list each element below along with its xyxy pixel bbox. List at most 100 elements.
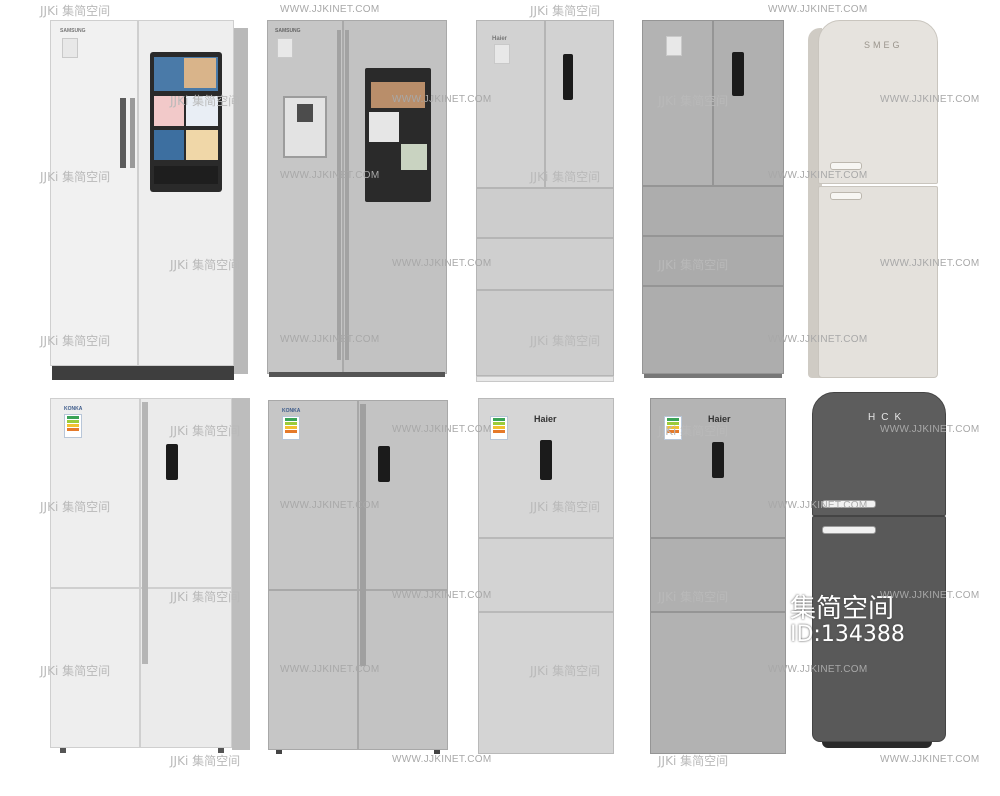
fridge-middle-door [478, 538, 614, 612]
watermark-logo: JJKi 集简空间 [530, 4, 601, 18]
control-display [378, 446, 390, 482]
door-handle [830, 192, 862, 200]
fridge-left-door [50, 20, 138, 366]
brand-badge [494, 44, 510, 64]
fridge-konka-white-four-door: KONKA [50, 398, 250, 754]
fridge-foot [434, 750, 440, 754]
screen-tile [186, 130, 218, 160]
screen-tile [369, 112, 399, 142]
fridge-bottom-door [818, 186, 938, 378]
drawer-top [642, 186, 784, 236]
watermark-logo: JJKi 集简空间 [658, 424, 729, 438]
fridge-middle-door [650, 538, 786, 612]
fridge-base [644, 374, 782, 378]
screen-tile [154, 96, 184, 126]
brand-label: Haier [492, 36, 508, 42]
control-display [166, 444, 178, 480]
watermark-logo: JJKi 集简空间 [40, 664, 111, 678]
drawer-bottom [476, 290, 614, 376]
fridge-bottom-right-door [358, 590, 448, 750]
brand-label: Haier [708, 414, 731, 424]
door-handle [120, 98, 126, 168]
door-handle [142, 402, 148, 664]
door-handle [337, 30, 341, 360]
fridge-left-door [267, 20, 343, 374]
watermark-url: WWW.JJKINET.COM [768, 4, 868, 15]
door-handle [830, 162, 862, 170]
watermark-url: WWW.JJKINET.COM [768, 664, 868, 675]
drawer-middle [476, 238, 614, 290]
watermark-logo: JJKi 集简空间 [170, 94, 241, 108]
brand-label: HCK [868, 412, 908, 423]
brand-label: SAMSUNG [275, 28, 301, 34]
watermark-url: WWW.JJKINET.COM [392, 258, 492, 269]
brand-badge [666, 36, 682, 56]
control-display [732, 52, 744, 96]
brand-label: KONKA [64, 406, 83, 412]
watermark-logo: JJKi 集简空间 [658, 590, 729, 604]
fridge-haier-grey-tall: Haier [650, 398, 786, 754]
fridge-haier-french-door-grey [642, 20, 784, 378]
door-handle-trim [130, 98, 135, 168]
watermark-logo: JJKi 集简空间 [658, 94, 729, 108]
screen-tile [186, 96, 218, 126]
watermark-url: WWW.JJKINET.COM [280, 500, 380, 511]
energy-label [64, 414, 82, 438]
water-dispenser [283, 96, 327, 158]
watermark-logo: JJKi 集简空间 [658, 754, 729, 768]
fridge-right-door [545, 20, 614, 188]
watermark-url: WWW.JJKINET.COM [880, 424, 980, 435]
energy-label [664, 416, 682, 440]
drawer-top [476, 188, 614, 238]
watermark-url: WWW.JJKINET.COM [880, 590, 980, 601]
fridge-bottom-door [812, 516, 946, 742]
watermark-url: WWW.JJKINET.COM [880, 94, 980, 105]
drawer-middle [642, 236, 784, 286]
fridge-samsung-silver-dispenser: SAMSUNG [267, 20, 447, 378]
fridge-hck-dark-retro: HCK [808, 392, 946, 750]
door-handle [822, 500, 876, 508]
fridge-side-panel [234, 28, 248, 374]
id-stamp-id: ID:134388 [790, 622, 905, 647]
watermark-url: WWW.JJKINET.COM [392, 754, 492, 765]
watermark-url: WWW.JJKINET.COM [280, 664, 380, 675]
watermark-url: WWW.JJKINET.COM [880, 258, 980, 269]
watermark-url: WWW.JJKINET.COM [392, 94, 492, 105]
fridge-top-right-door [140, 398, 232, 588]
energy-label [282, 416, 300, 440]
brand-label: SAMSUNG [60, 28, 86, 34]
watermark-url: WWW.JJKINET.COM [392, 424, 492, 435]
fridge-base [52, 366, 234, 380]
watermark-logo: JJKi 集简空间 [170, 258, 241, 272]
watermark-logo: JJKi 集简空间 [170, 424, 241, 438]
watermark-logo: JJKi 集简空间 [170, 754, 241, 768]
watermark-url: WWW.JJKINET.COM [768, 500, 868, 511]
fridge-haier-french-door-light: Haier [476, 20, 614, 382]
watermark-logo: JJKi 集简空间 [530, 334, 601, 348]
fridge-bottom-door [478, 612, 614, 754]
watermark-url: WWW.JJKINET.COM [768, 334, 868, 345]
screen-photo-tile [184, 58, 216, 88]
fridge-side-panel [232, 398, 250, 750]
energy-label [490, 416, 508, 440]
drawer-bottom [642, 286, 784, 374]
screen-photo-tile [371, 82, 425, 108]
watermark-url: WWW.JJKINET.COM [768, 170, 868, 181]
fridge-foot [276, 750, 282, 754]
fridge-smeg-cream: SMEG [808, 20, 938, 380]
watermark-logo: JJKi 集简空间 [170, 590, 241, 604]
fridge-bottom-right-door [140, 588, 232, 748]
dispenser-nozzle [297, 104, 313, 122]
brand-badge [277, 38, 293, 58]
fridge-haier-white-tall: Haier [478, 398, 614, 754]
watermark-logo: JJKi 集简空间 [530, 664, 601, 678]
fridge-top-door [818, 20, 938, 184]
door-handle [345, 30, 349, 360]
watermark-url: WWW.JJKINET.COM [280, 334, 380, 345]
id-stamp-title: 集简空间 [790, 594, 895, 624]
fridge-top-door [812, 392, 946, 516]
touch-screen [150, 52, 222, 192]
fridge-konka-silver-four-door: KONKA [268, 400, 448, 754]
watermark-logo: JJKi 集简空间 [40, 170, 111, 184]
screen-dock [154, 166, 218, 184]
